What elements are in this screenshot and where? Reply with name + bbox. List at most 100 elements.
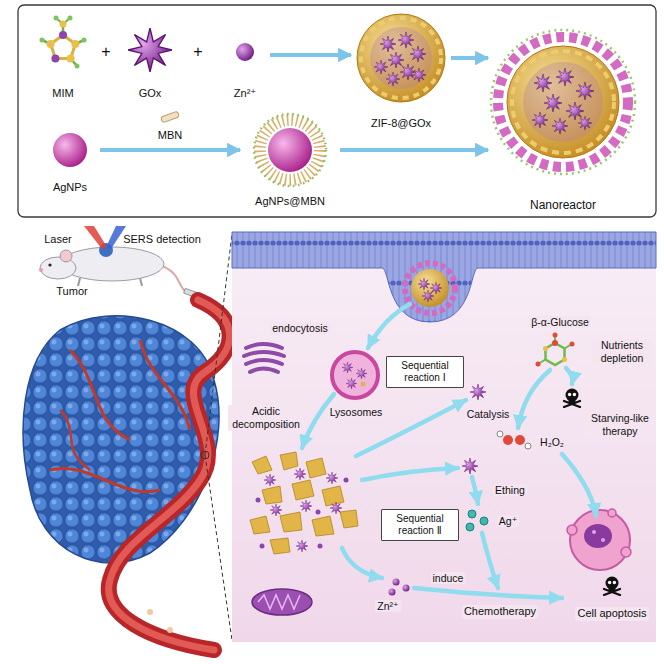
zif-sphere [400, 64, 416, 80]
reagent-node: MIM [35, 24, 91, 100]
hydrogen-peroxide-molecule [497, 431, 531, 449]
apoptotic-cell [584, 524, 612, 548]
zif-sphere [386, 72, 400, 86]
tumor-mass [23, 316, 219, 563]
decomposed-fragments [340, 510, 358, 528]
laser-beams [84, 226, 126, 249]
node-label: Sequential reaction Ⅱ [387, 513, 453, 537]
apoptotic-cell [567, 525, 577, 535]
golgi [250, 369, 278, 373]
tumor-mass [70, 350, 130, 440]
decomposed-fragments [294, 468, 306, 480]
death-symbols [604, 577, 620, 596]
lysosome [342, 362, 353, 373]
internalised-nanoreactor [411, 269, 449, 307]
blood-vessel [147, 609, 153, 615]
nanoparticle-node: AgNPs [40, 128, 100, 194]
hydrogen-peroxide-molecule [497, 431, 503, 437]
zinc-ions [389, 579, 410, 596]
node-label: MIM [52, 87, 73, 100]
glucose-molecule [552, 340, 558, 346]
nanoreactor-sphere [498, 37, 628, 167]
edge-label: MBN [158, 129, 182, 142]
process-arrows [368, 304, 410, 348]
decomposed-fragments [296, 540, 308, 552]
reaction-box: Sequential reaction Ⅱ [381, 509, 459, 541]
nanoreactor-sphere [491, 30, 635, 174]
zif-sphere [370, 27, 432, 89]
nanoreactor-sphere [556, 68, 574, 86]
imidazole-molecule [82, 38, 87, 43]
zif-sphere [374, 60, 388, 74]
silver-nanoparticle [53, 133, 87, 167]
process-arrows [566, 368, 572, 384]
apoptotic-cell [608, 509, 616, 517]
golgi [246, 344, 282, 348]
instrument-label: Laser [44, 233, 72, 246]
decomposed-fragments [300, 500, 312, 512]
lysosome [346, 378, 357, 389]
decomposed-fragments [344, 478, 349, 483]
process-arrows [472, 477, 478, 504]
mitochondrion [252, 589, 312, 615]
apoptotic-cell [592, 530, 596, 534]
mouse [60, 250, 72, 262]
decomposed-fragments [262, 486, 282, 504]
nanoreactor-sphere [576, 82, 594, 100]
imidazole-molecule [47, 40, 55, 48]
zif-sphere [361, 18, 441, 98]
tumor-mass [60, 410, 90, 470]
reaction-box: Sequential reaction Ⅰ [386, 356, 464, 388]
decomposed-fragments [306, 458, 326, 478]
node-label: AgNPs@MBN [255, 195, 325, 208]
coated-nanoparticle [254, 114, 326, 186]
laser-beams [84, 226, 107, 249]
cell-panel [232, 232, 656, 322]
nanoreactor-sphere [532, 112, 548, 128]
blood-vessel [109, 300, 230, 650]
process-label: Nutrients depletion [592, 339, 652, 364]
glucose-molecule [570, 342, 575, 347]
imidazole-molecule [40, 38, 45, 43]
decomposed-fragments [280, 452, 298, 470]
nanoreactor-sphere [534, 74, 552, 92]
coated-nanoparticle [268, 128, 312, 172]
imidazole-molecule [71, 40, 79, 48]
internalised-nanoreactor [418, 278, 430, 290]
molecule-label: H₂O₂ [538, 436, 566, 449]
zinc-ion [236, 43, 254, 61]
glucose-molecule [546, 343, 565, 365]
zoom-lines [201, 451, 209, 459]
death-symbols [564, 389, 580, 408]
synthesis-panel [18, 5, 656, 217]
decomposed-fragments [252, 456, 272, 474]
node-label: Nanoreactor [530, 198, 596, 212]
process-label: endocytosis [270, 322, 329, 335]
blood-vessel [167, 627, 173, 633]
imidazole-molecule [40, 16, 87, 69]
tumor-mass [140, 340, 190, 430]
nanoreactor-sphere [566, 102, 584, 120]
hydrogen-peroxide-molecule [515, 435, 525, 445]
nanoreactor-sphere [507, 46, 619, 158]
zinc-ions [389, 589, 396, 596]
zinc-ions [403, 585, 410, 592]
decomposed-fragments [270, 504, 282, 516]
imidazole-molecule [75, 64, 80, 69]
released-enzymes [470, 384, 486, 400]
coated-nanoparticle [260, 120, 320, 180]
glucose-molecule [543, 346, 548, 351]
reaction-arrow [340, 148, 488, 152]
zif-sphere [357, 14, 445, 102]
released-enzymes [462, 384, 486, 474]
lysosome [356, 368, 367, 379]
cell-panel [232, 232, 656, 642]
process-arrows [342, 548, 382, 578]
decomposed-fragments [322, 486, 344, 506]
imidazole-molecule [68, 16, 73, 21]
glucose-molecule [562, 357, 567, 362]
blood-vessel [109, 300, 230, 650]
decomposed-fragments [326, 472, 338, 484]
nanoreactor-sphere [544, 94, 562, 112]
